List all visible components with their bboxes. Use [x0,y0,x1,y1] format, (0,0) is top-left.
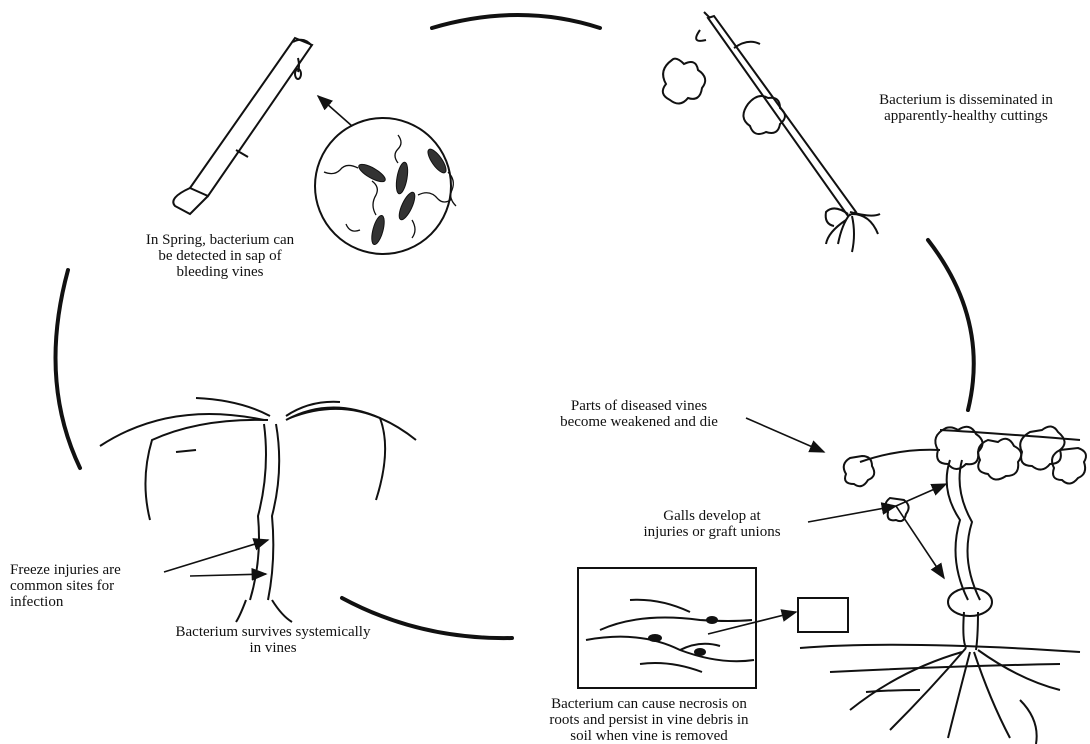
label-freeze: Freeze injuries are common sites for inf… [10,562,180,610]
label-necrosis: Bacterium can cause necrosis on roots an… [504,696,794,744]
roots-magnified-box [578,568,848,688]
gall-icon [948,588,992,616]
cycle-arc-right [928,240,974,410]
diseased-vine-illustration [800,426,1086,744]
bleeding-cutting-illustration [173,38,312,214]
leaf-icon [1020,426,1064,469]
root-detail-box [798,598,848,632]
label-galls: Galls develop at injuries or graft union… [612,508,812,540]
leaf-icon [743,96,785,134]
arrow-weakened [746,418,824,452]
cycle-arcs [56,15,974,638]
leaf-icon [978,439,1021,480]
label-spring: In Spring, bacterium can be detected in … [100,232,340,280]
arrow-box-to-roots [708,612,796,634]
cycle-arc-top [432,15,600,28]
leaf-icon [1052,448,1086,484]
arrow-circle-to-cutting [318,96,352,126]
arrow-galls-2 [896,506,944,578]
label-survives: Bacterium survives systemically in vines [148,624,398,656]
label-weakened: Parts of diseased vines become weakened … [524,398,754,430]
arrow-freeze-2 [190,574,266,576]
leaf-icon [663,59,705,104]
arrow-galls-1 [808,506,896,522]
healthy-cutting-illustration [663,12,880,252]
label-disseminated: Bacterium is disseminated in apparently-… [846,92,1086,124]
leaf-icon [844,456,875,486]
leaf-icon [935,427,982,469]
cycle-arc-left [56,270,81,468]
arrow-galls-3 [896,484,946,506]
